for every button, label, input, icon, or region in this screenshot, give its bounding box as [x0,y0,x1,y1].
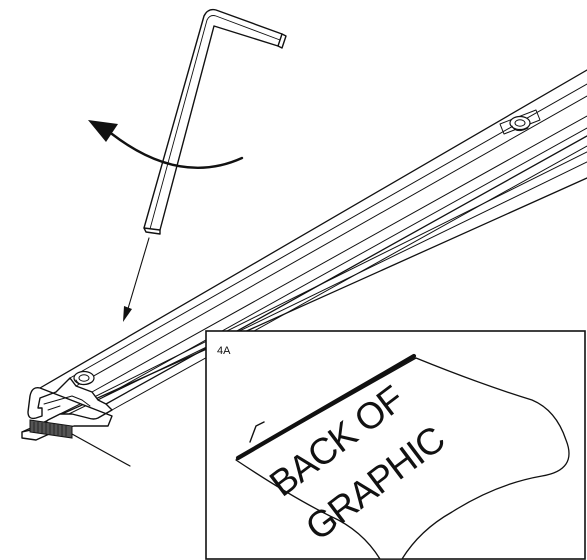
down-arrow-icon [123,237,150,322]
inset-4a: 4A BACK OF GRAPHIC [205,330,586,560]
curved-arrow-icon [88,120,244,169]
aluminum-rail [21,69,587,467]
hex-key-icon [143,8,287,235]
inset-label: 4A [217,345,231,357]
screw-icon [73,370,95,386]
screw-icon [499,109,541,135]
silicone-edge-strip [29,419,73,439]
